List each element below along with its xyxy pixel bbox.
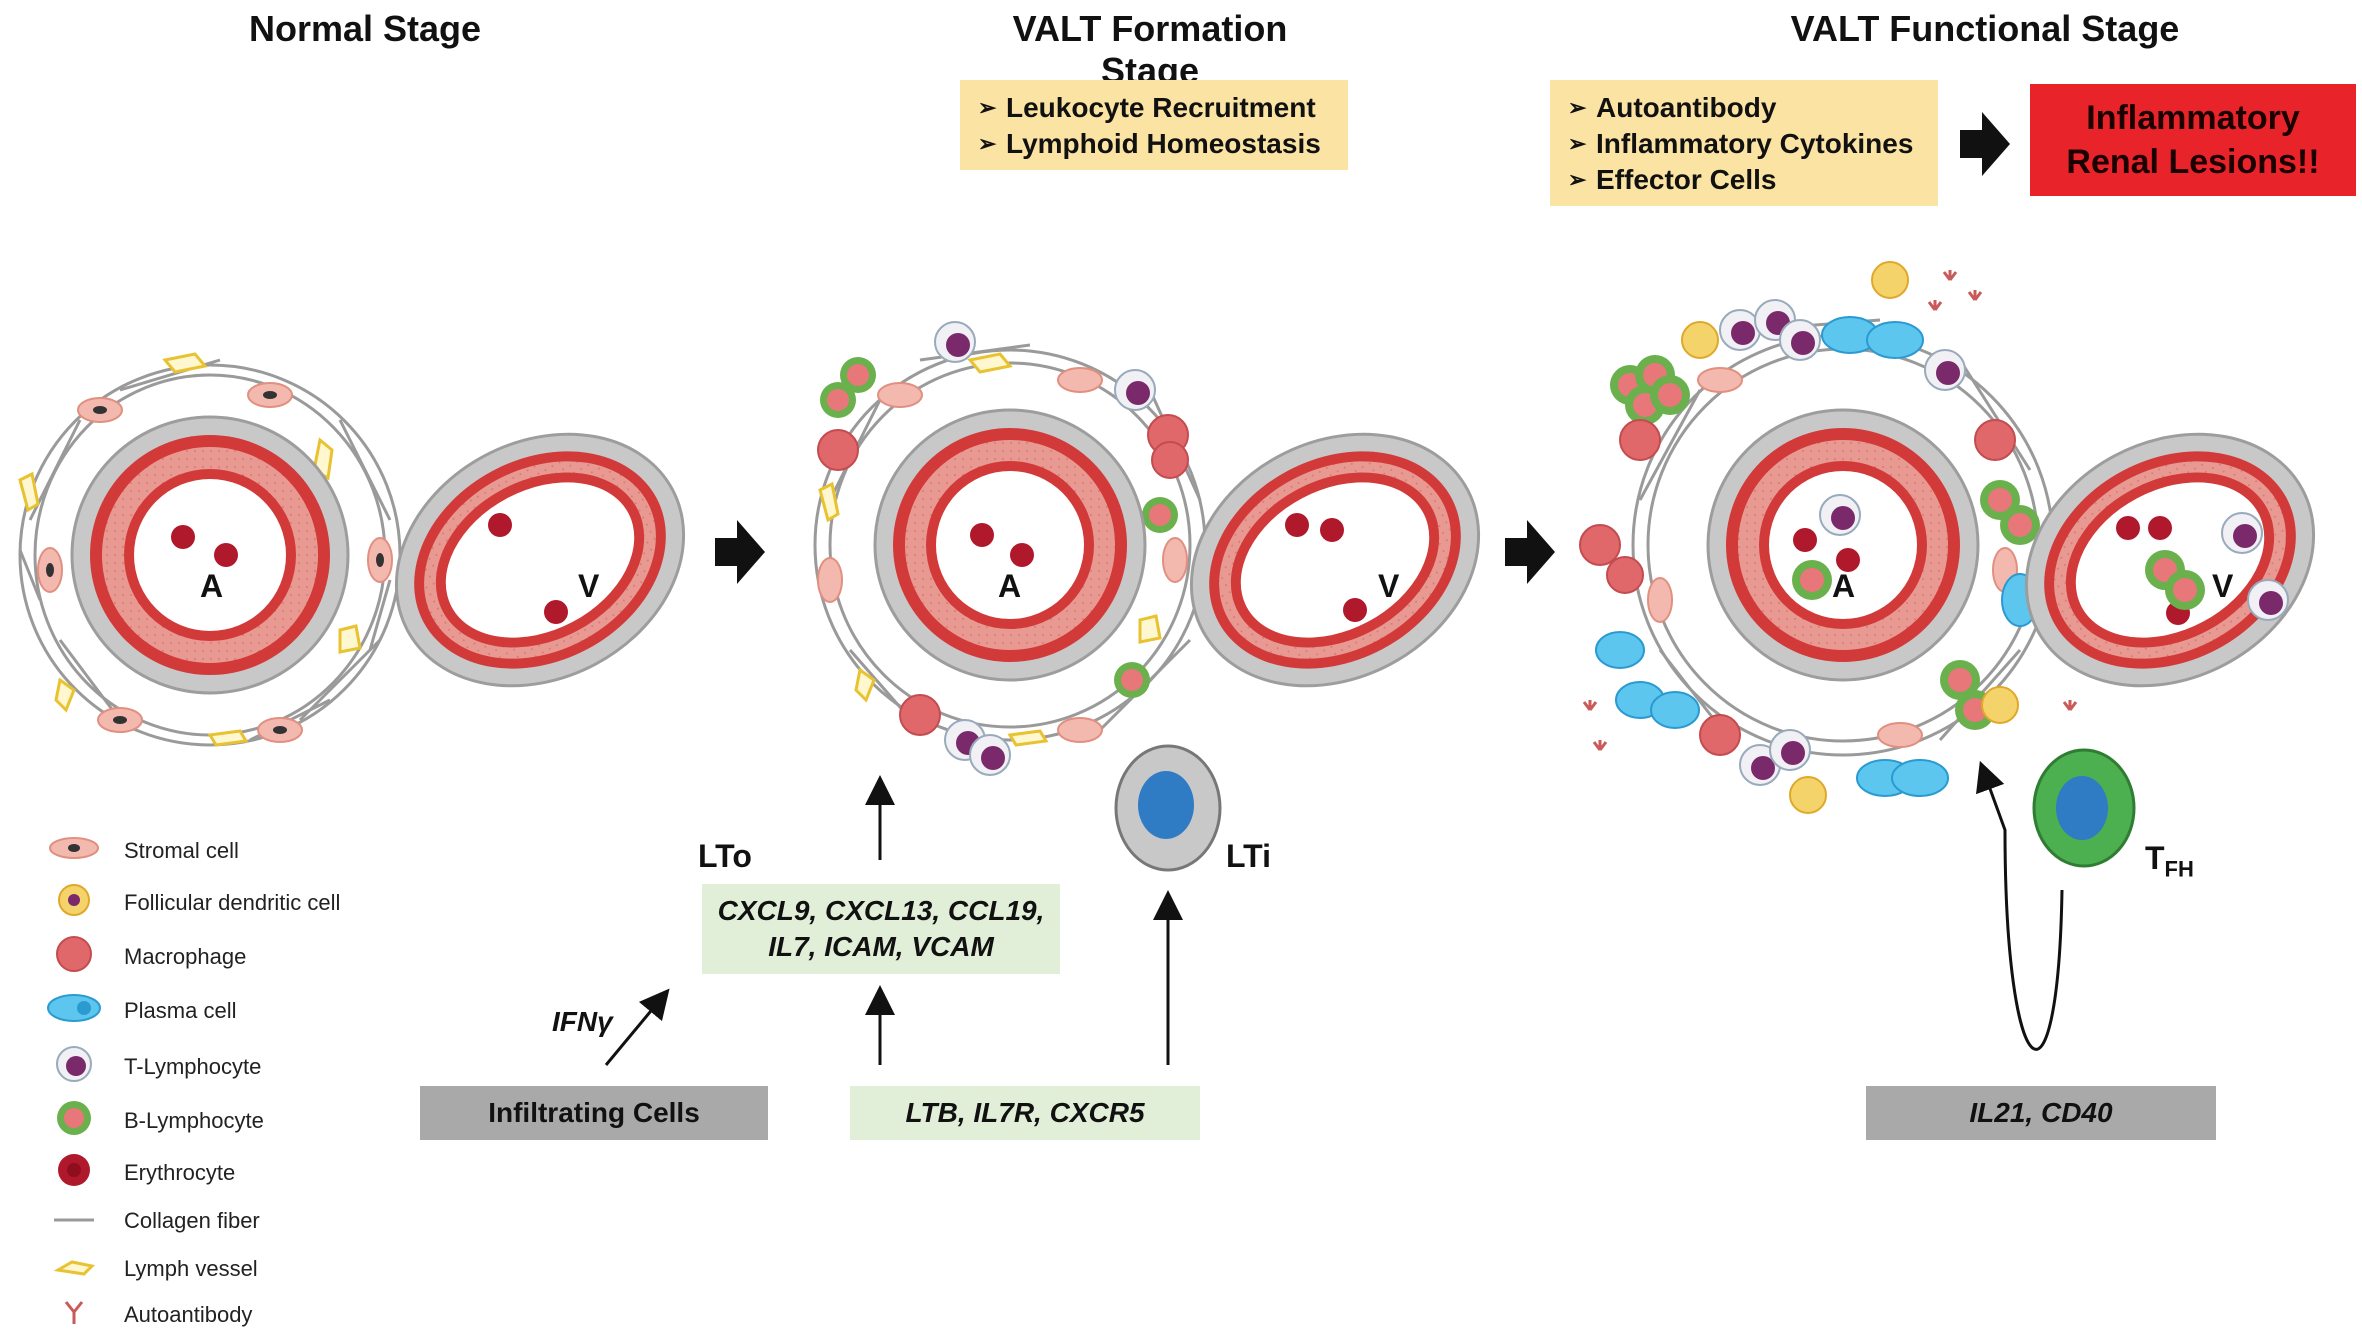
arrow-bullet-icon: ➢ [1568,95,1587,120]
follicular-dendritic-cells [1681,261,2019,814]
legend-label: Plasma cell [124,998,237,1023]
il21-box: IL21, CD40 [1866,1086,2216,1140]
legend-item: Lymph vessel [40,1248,380,1288]
b-lymphocyte-icon [57,1101,91,1135]
collagen-fiber-icon [54,1218,94,1222]
arrow-bullet-icon: ➢ [978,131,997,156]
legend-item: Plasma cell [40,990,380,1030]
formation-features-box: ➢ Leukocyte Recruitment ➢ Lymphoid Homeost… [960,80,1348,170]
ifng-label: IFNγ [552,1006,613,1037]
functional-feature-label: Inflammatory Cytokines [1596,128,1914,159]
legend-item: Autoantibody [40,1294,380,1334]
formation-feature-item: ➢ Leukocyte Recruitment [978,90,1330,126]
ltb-box: LTB, IL7R, CXCR5 [850,1086,1200,1140]
erythrocyte-icon [58,1154,90,1186]
functional-vein-label: V [2212,568,2234,604]
legend-label: Follicular dendritic cell [124,890,341,915]
tfh-label-main: T [2145,840,2165,876]
stage-arrow-2 [1505,520,1555,584]
stage-arrow-3 [1960,112,2010,176]
legend-item: B-Lymphocyte [40,1100,380,1140]
chemokines-line1: CXCL9, CXCL13, CCL19, [717,895,1045,926]
arrow-bullet-icon: ➢ [1568,131,1587,156]
formation-feature-label: Leukocyte Recruitment [1006,92,1316,123]
functional-feature-item: ➢ Autoantibody [1568,90,1920,126]
autoantibody-icon [64,1301,84,1324]
plasma-cell-icon [47,994,101,1022]
t-lymphocyte-icon [56,1046,92,1082]
renal-lesions-box: Inflammatory Renal Lesions!! [2030,84,2356,196]
legend-item: Stromal cell [40,830,380,870]
formation-stage-title: VALT Formation Stage [1012,8,1288,91]
formation-artery [873,408,1147,682]
normal-stage-title: Normal Stage [248,8,482,49]
formation-feature-item: ➢ Lymphoid Homeostasis [978,126,1330,162]
formation-vein-label: V [1378,568,1400,604]
legend-label: Collagen fiber [124,1208,260,1233]
functional-feature-item: ➢ Inflammatory Cytokines [1568,126,1920,162]
normal-stage-vessels [18,352,686,747]
infiltrating-cells-box: Infiltrating Cells [420,1086,768,1140]
renal-lesions-line2: Renal Lesions!! [2066,143,2320,181]
tfh-label-sub: FH [2164,856,2194,882]
normal-artery [70,415,350,695]
macrophages [817,414,1189,736]
legend-label: B-Lymphocyte [124,1108,264,1133]
renal-lesions-line1: Inflammatory [2086,99,2300,137]
functional-features-box: ➢ Autoantibody ➢ Inflammatory Cytokines ➢ E… [1550,80,1938,206]
functional-stage-title: VALT Functional Stage [1790,8,2180,49]
legend-label: Lymph vessel [124,1256,258,1281]
formation-stage-vessels [813,321,1481,776]
chemokines-line2: IL7, ICAM, VCAM [768,931,994,962]
legend-label: Erythrocyte [124,1160,236,1185]
functional-stage-vessels [1579,261,2316,814]
arrow-bullet-icon: ➢ [978,95,997,120]
chemokines-box: CXCL9, CXCL13, CCL19, IL7, ICAM, VCAM [702,884,1060,974]
b-lymphocytes [1610,355,2040,730]
lymph-vessel-icon [53,1260,96,1276]
legend-item: Macrophage [40,936,380,976]
pathway-arrows [604,760,2064,1066]
legend-label: Macrophage [124,944,247,969]
legend-item: Erythrocyte [40,1152,380,1192]
tfh-label: TFH [2145,840,2194,882]
functional-feature-item: ➢ Effector Cells [1568,162,1920,198]
legend-item: Follicular dendritic cell [40,882,380,922]
arrow-bullet-icon: ➢ [1568,167,1587,192]
legend-label: Stromal cell [124,838,239,863]
b-lymphocytes [820,357,1178,698]
functional-artery [1706,408,1980,682]
macrophages [1579,419,2016,756]
functional-feature-label: Effector Cells [1596,164,1777,195]
lti-cell [1114,744,1222,872]
formation-artery-label: A [998,568,1022,604]
functional-feature-label: Autoantibody [1596,92,1777,123]
formation-vein [1189,432,1481,688]
stage-arrow-1 [715,520,765,584]
legend-item: Collagen fiber [40,1200,380,1240]
normal-artery-label: A [200,568,224,604]
normal-vein [394,432,686,688]
functional-artery-label: A [1832,568,1856,604]
follicular-dendritic-cell-icon [58,884,90,916]
normal-vein-label: V [578,568,600,604]
stromal-cell-icon [49,837,99,859]
macrophage-icon [56,936,92,972]
legend-label: Autoantibody [124,1302,253,1327]
legend-item: T-Lymphocyte [40,1046,380,1086]
t-lymphocytes [934,321,1156,776]
formation-feature-label: Lymphoid Homeostasis [1006,128,1321,159]
lti-label: LTi [1226,838,1272,874]
t-lymphocytes [1719,299,1966,786]
lto-label: LTo [698,838,752,874]
tfh-cell [2032,748,2136,868]
legend-label: T-Lymphocyte [124,1054,262,1079]
